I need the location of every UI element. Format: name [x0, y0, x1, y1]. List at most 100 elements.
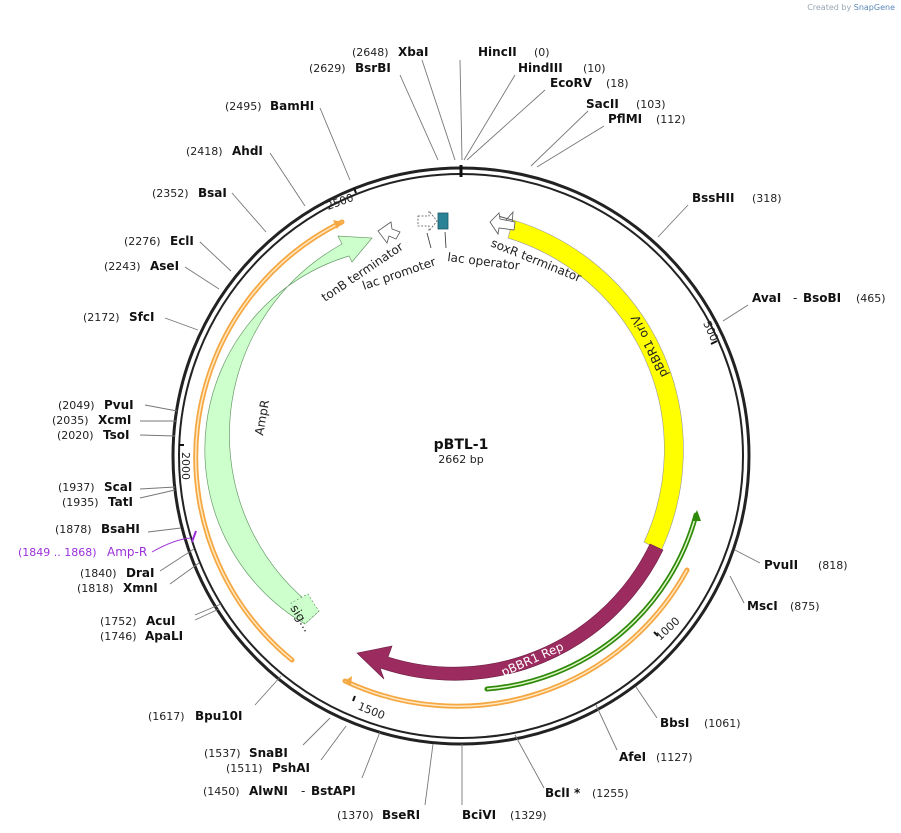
site-acui[interactable]: (1752) AcuI	[100, 614, 175, 628]
site-bcli[interactable]: BclI * (1255)	[545, 786, 629, 800]
leader-bseri	[424, 743, 434, 806]
site-bcli-position: (1255)	[592, 787, 629, 800]
site-xmni[interactable]: (1818) XmnI	[77, 581, 158, 595]
site-bsshii[interactable]: BssHII (318)	[692, 191, 782, 205]
site-sfci[interactable]: (2172) SfcI	[83, 310, 154, 324]
site-bpu10i[interactable]: (1617) Bpu10I	[148, 709, 242, 723]
site-xbai-position: (2648)	[352, 46, 389, 59]
site-msci[interactable]: MscI (875)	[747, 599, 820, 613]
watermark-prefix: Created by	[807, 3, 852, 12]
site-bbsi[interactable]: BbsI (1061)	[660, 716, 741, 730]
site-pshai[interactable]: (1511) PshAI	[226, 761, 310, 775]
site-hindiii-position: (10)	[583, 62, 606, 75]
site-msci-name: MscI	[747, 599, 778, 613]
signal-sequence-box[interactable]	[290, 593, 320, 625]
site-xcmi-name: XcmI	[98, 413, 131, 427]
site-afei-position: (1127)	[656, 751, 693, 764]
site-xbai[interactable]: (2648) XbaI	[352, 45, 428, 59]
site-bcli-name: BclI *	[545, 786, 581, 800]
site-ahdi-position: (2418)	[186, 145, 223, 158]
green-fragment-arc-inner	[486, 514, 697, 690]
site-sacii-position: (103)	[636, 98, 666, 111]
site-pvui[interactable]: (2049) PvuI	[58, 398, 134, 412]
site-pflmi[interactable]: PflMI (112)	[608, 112, 686, 126]
site-xcmi[interactable]: (2035) XcmI	[52, 413, 131, 427]
site-pvuii-position: (818)	[818, 559, 848, 572]
leader-bpu10i	[254, 675, 282, 706]
site-ecorv[interactable]: EcoRV (18)	[550, 76, 629, 90]
feature-ampr[interactable]: AmpR sig…	[204, 235, 373, 634]
green-fragment-head	[692, 510, 701, 521]
leader-ecli	[199, 241, 232, 272]
tonb-terminator-arrow[interactable]	[377, 221, 401, 244]
site-pvuii[interactable]: PvuII (818)	[764, 558, 848, 572]
site-apali-position: (1746)	[100, 630, 137, 643]
site-bbsi-name: BbsI	[660, 716, 689, 730]
site-tati[interactable]: (1935) TatI	[62, 495, 133, 509]
site-bseri[interactable]: (1370) BseRI	[337, 808, 420, 822]
site-hincii-position: (0)	[534, 46, 550, 59]
leader-ársshii	[657, 204, 689, 238]
leader-bsahi	[147, 527, 182, 533]
site-pshai-position: (1511)	[226, 762, 263, 775]
pbbr1-oriv-arc[interactable]	[507, 219, 684, 552]
site-sacii[interactable]: SacII (103)	[586, 97, 666, 111]
plasmid-name: pBTL-1	[434, 437, 489, 453]
lac-promoter-arrow[interactable]	[417, 209, 438, 233]
soxr-terminator-glyph	[489, 212, 516, 236]
lac-promoter-leader	[426, 232, 432, 249]
site-hincii-name: HincII	[478, 45, 517, 59]
site-bsai[interactable]: (2352) BsaI	[152, 186, 227, 200]
primer-mark[interactable]	[191, 530, 197, 543]
site-hindiii[interactable]: HindIII (10)	[518, 61, 606, 75]
site-bcivi[interactable]: BciVI (1329)	[462, 808, 547, 822]
site-bseri-name: BseRI	[382, 808, 420, 822]
site-alwni-bstapi[interactable]: (1450) AlwNI - BstAPI	[203, 784, 356, 798]
site-avai-bsobi[interactable]: AvaI - BsoBI (465)	[752, 291, 886, 305]
site-tsoi[interactable]: (2020) TsoI	[57, 428, 129, 442]
tick-2500	[353, 187, 357, 194]
site-hincii[interactable]: HincII (0)	[478, 45, 550, 59]
site-drai-position: (1840)	[80, 567, 117, 580]
site-snabi[interactable]: (1537) SnaBI	[204, 746, 288, 760]
pbbr1-rep-arrow[interactable]	[356, 543, 664, 681]
site-bamhi[interactable]: (2495) BamHI	[225, 99, 314, 113]
orf-arc-left-inner	[194, 221, 343, 661]
site-ecli-position: (2276)	[124, 235, 161, 248]
site-afei[interactable]: AfeI (1127)	[619, 750, 693, 764]
site-snabi-position: (1537)	[204, 747, 241, 760]
site-xmni-name: XmnI	[123, 581, 158, 595]
site-sacii-name: SacII	[586, 97, 619, 111]
site-asei[interactable]: (2243) AseI	[104, 259, 179, 273]
site-pvui-position: (2049)	[58, 399, 95, 412]
leader-pvuii	[734, 549, 761, 564]
site-tsoi-position: (2020)	[57, 429, 94, 442]
primer-amp-r[interactable]: (1849 .. 1868) Amp-R	[18, 530, 197, 559]
site-bseri-position: (1370)	[337, 809, 374, 822]
site-ahdi[interactable]: (2418) AhdI	[186, 144, 263, 158]
feature-tonb-terminator[interactable]: tonB terminator	[319, 221, 406, 304]
snapgene-watermark: Created by SnapGene	[807, 3, 895, 12]
leader-hindiii	[463, 74, 516, 161]
lac-operator-box[interactable]	[437, 212, 449, 230]
leader-tati	[139, 489, 176, 499]
site-scai[interactable]: (1937) ScaI	[58, 480, 132, 494]
tick-label-2000: 2000	[179, 452, 192, 480]
site-xmni-position: (1818)	[77, 582, 114, 595]
site-sfci-name: SfcI	[129, 310, 154, 324]
feature-pbbr1-oriv[interactable]: pBBR1 oriV	[507, 219, 684, 552]
site-bcivi-position: (1329)	[510, 809, 547, 822]
site-ecli[interactable]: (2276) EclI	[124, 234, 194, 248]
site-alwni-name: AlwNI	[249, 784, 288, 798]
ampr-arrow[interactable]	[204, 235, 373, 625]
site-apali[interactable]: (1746) ApaLI	[100, 629, 183, 643]
site-bsahi[interactable]: (1878) BsaHI	[55, 522, 140, 536]
site-bsrbi[interactable]: (2629) BsrBI	[309, 61, 391, 75]
site-drai[interactable]: (1840) DraI	[80, 566, 154, 580]
leader-tsoi	[139, 434, 176, 437]
feature-pbbr1-rep[interactable]: pBBR1 Rep	[356, 543, 664, 681]
site-xbai-name: XbaI	[398, 45, 428, 59]
primer-name: Amp-R	[107, 545, 147, 559]
site-leaders	[139, 59, 761, 806]
